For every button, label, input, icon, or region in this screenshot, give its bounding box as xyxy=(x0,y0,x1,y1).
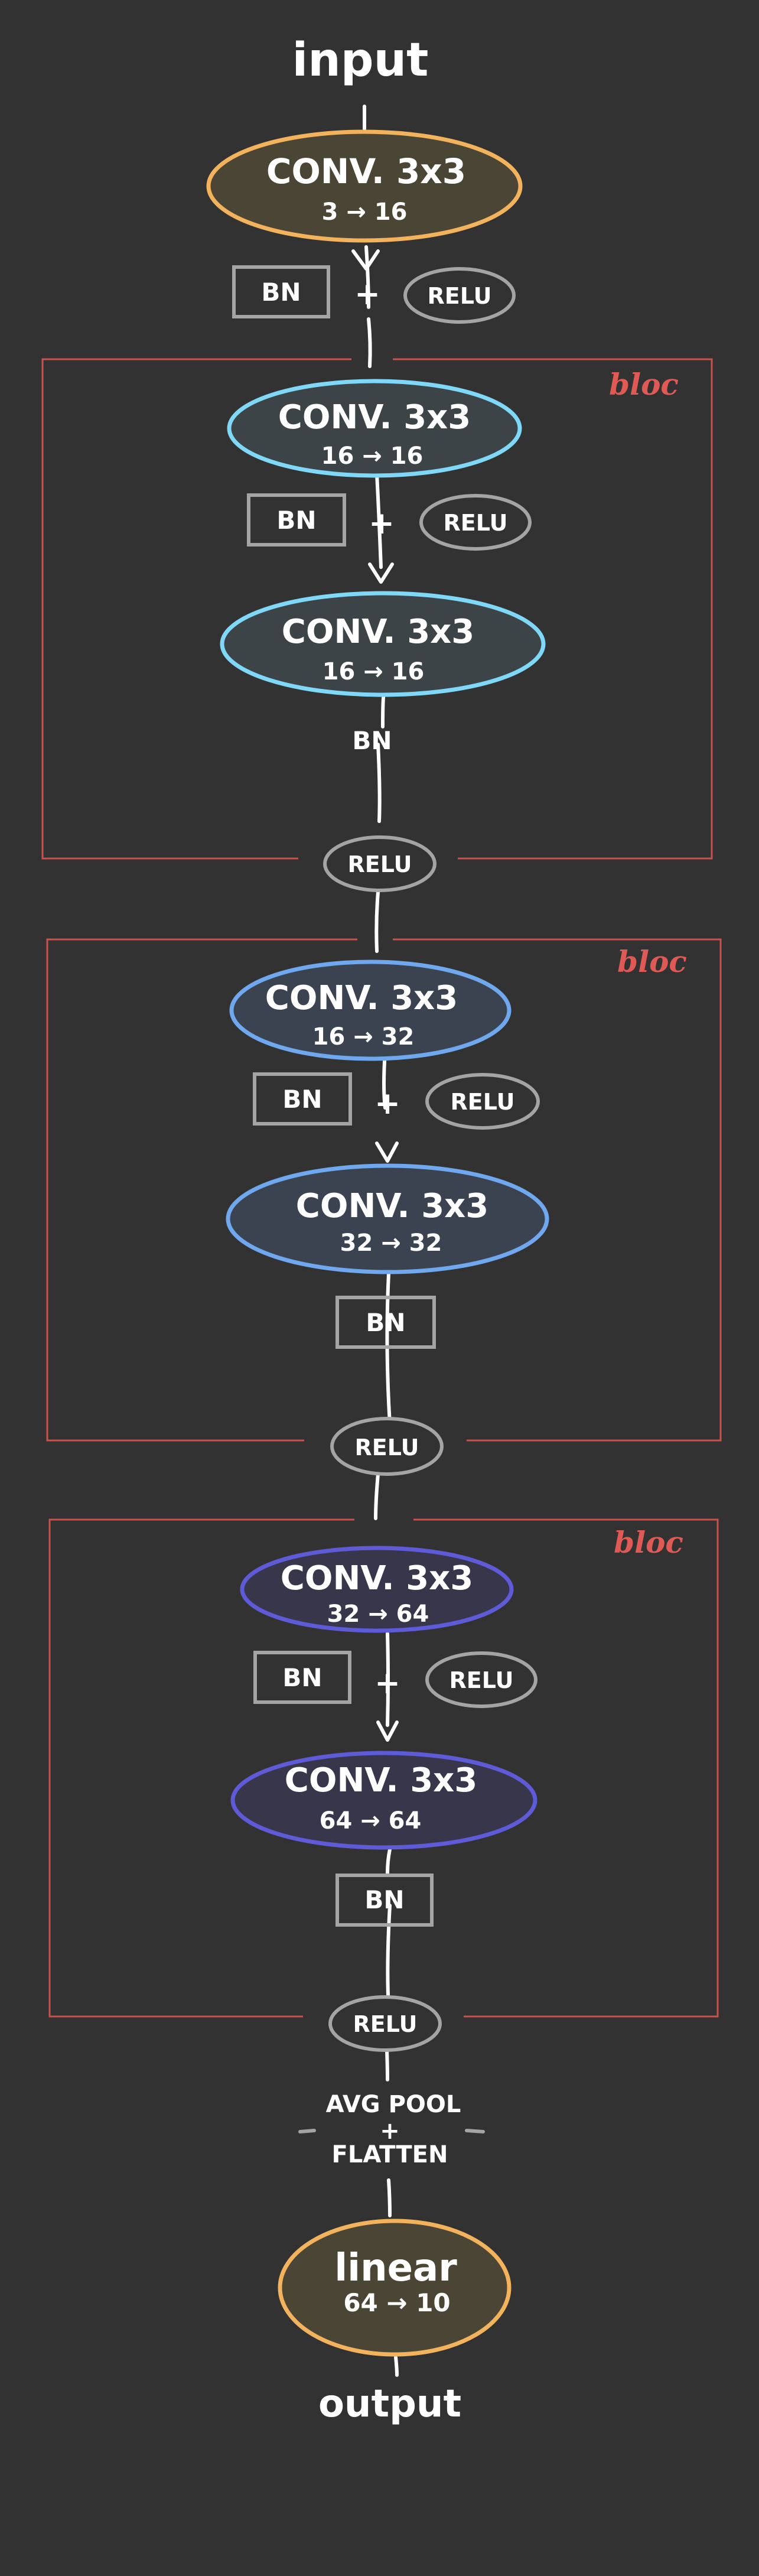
bloc-1-conv1-node: CONV. 3x3 16 → 16 xyxy=(227,379,522,478)
stem-bn-box: BN xyxy=(232,265,330,318)
bloc-3-conv1-node: CONV. 3x3 32 → 64 xyxy=(240,1546,514,1633)
bloc-1-label: bloc xyxy=(609,367,679,402)
stem-relu-label: RELU xyxy=(428,283,492,309)
bloc-2-conv1-title: CONV. 3x3 xyxy=(265,979,458,1017)
bloc-3-bn1-label: BN xyxy=(282,1663,322,1692)
bloc-2-bn1-label: BN xyxy=(282,1085,322,1114)
stem-bn-label: BN xyxy=(261,278,301,307)
input-label: input xyxy=(292,34,429,87)
bloc-1-conv2-node: CONV. 3x3 16 → 16 xyxy=(220,591,546,697)
bloc-2-bn2-box: BN xyxy=(335,1296,436,1349)
bloc-3-conv2-title: CONV. 3x3 xyxy=(285,1761,478,1800)
stem-plus: + xyxy=(354,277,380,312)
bloc-1-conv2-dims: 16 → 16 xyxy=(323,658,425,685)
bloc-1-bn1-label: BN xyxy=(276,506,316,535)
bloc-2-frame xyxy=(46,938,722,1442)
linear-title: linear xyxy=(334,2246,457,2290)
bloc-1-bn2-label: BN xyxy=(352,726,392,755)
bloc-1-relu-out-node: RELU xyxy=(323,835,436,892)
bloc-2: bloc CONV. 3x3 16 → 32 BN + RELU CONV. 3… xyxy=(46,938,722,1476)
bloc-1-conv1-title: CONV. 3x3 xyxy=(278,398,471,437)
bloc-3-relu-out-node: RELU xyxy=(328,1995,442,2052)
stem-conv-node: CONV. 3x3 3 → 16 xyxy=(206,129,523,243)
pool-flatten: AVG POOL + FLATTEN xyxy=(298,2091,485,2168)
output-label: output xyxy=(318,2382,461,2426)
stem-relu-node: RELU xyxy=(403,267,516,324)
bloc-3-relu-out-label: RELU xyxy=(353,2011,418,2037)
pool-line2: + xyxy=(380,2118,400,2145)
bloc-1-relu-out-label: RELU xyxy=(348,851,412,877)
bloc-3-relu1-label: RELU xyxy=(449,1667,514,1693)
bloc-2-conv2-dims: 32 → 32 xyxy=(340,1230,442,1257)
bloc-3-bn1-box: BN xyxy=(253,1651,351,1704)
bloc-2-plus: + xyxy=(374,1086,400,1121)
bloc-1-bn1-box: BN xyxy=(247,493,346,547)
bloc-2-conv1-node: CONV. 3x3 16 → 32 xyxy=(229,960,512,1061)
bloc-3-bn2-box: BN xyxy=(335,1874,434,1927)
bloc-2-conv2-node: CONV. 3x3 32 → 32 xyxy=(226,1163,549,1274)
bloc-3: bloc CONV. 3x3 32 → 64 BN + RELU CONV. 3… xyxy=(48,1518,719,2052)
bloc-2-relu-out-label: RELU xyxy=(355,1435,419,1461)
bloc-1-frame xyxy=(41,358,713,860)
bloc-2-conv2-title: CONV. 3x3 xyxy=(296,1187,489,1225)
bloc-3-conv2-node: CONV. 3x3 64 → 64 xyxy=(230,1751,538,1850)
bloc-2-relu1-node: RELU xyxy=(425,1073,540,1130)
bloc-3-frame xyxy=(48,1518,719,2018)
bloc-3-label: bloc xyxy=(614,1525,683,1560)
arrowheads xyxy=(351,249,399,1742)
bloc-2-relu1-label: RELU xyxy=(451,1089,515,1115)
bloc-3-bn2-label: BN xyxy=(364,1885,404,1914)
bloc-2-bn1-box: BN xyxy=(253,1072,352,1126)
bloc-1-conv1-dims: 16 → 16 xyxy=(321,443,424,470)
bloc-3-conv1-title: CONV. 3x3 xyxy=(281,1559,474,1598)
linear-node: linear 64 → 10 xyxy=(278,2219,512,2357)
bloc-2-conv1-dims: 16 → 32 xyxy=(312,1023,415,1050)
bloc-1-plus: + xyxy=(369,506,395,541)
bloc-3-plus: + xyxy=(374,1666,400,1701)
stem-conv-dims: 3 → 16 xyxy=(322,199,408,226)
stem-conv-title: CONV. 3x3 xyxy=(266,151,466,191)
bloc-1-relu1-label: RELU xyxy=(444,510,508,536)
bloc-2-relu-out-node: RELU xyxy=(330,1417,444,1476)
pool-line1: AVG POOL xyxy=(326,2091,461,2118)
bloc-3-conv1-dims: 32 → 64 xyxy=(327,1601,429,1628)
linear-dims: 64 → 10 xyxy=(343,2288,450,2317)
pool-dash-left xyxy=(298,2129,316,2133)
bloc-1-conv2-title: CONV. 3x3 xyxy=(282,613,475,651)
pool-line3: FLATTEN xyxy=(332,2141,448,2168)
pool-dash-right xyxy=(465,2129,485,2133)
bloc-2-label: bloc xyxy=(617,944,687,979)
bloc-3-relu1-node: RELU xyxy=(425,1651,538,1708)
bloc-1: bloc CONV. 3x3 16 → 16 BN + RELU CONV. 3… xyxy=(41,358,713,892)
bloc-1-relu1-node: RELU xyxy=(419,494,532,551)
bloc-2-bn2-label: BN xyxy=(366,1308,405,1337)
bloc-3-conv2-dims: 64 → 64 xyxy=(320,1807,422,1835)
